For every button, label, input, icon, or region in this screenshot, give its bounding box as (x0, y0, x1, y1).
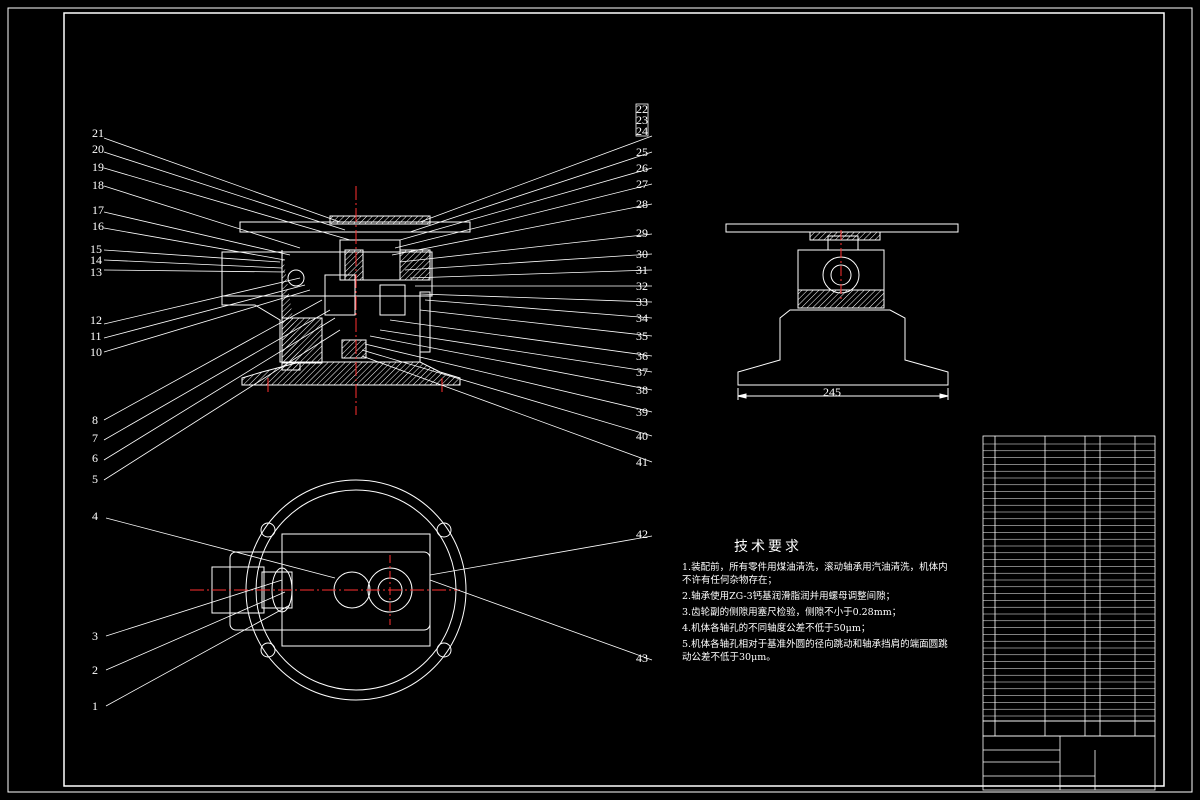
callout-label: 28 (636, 197, 648, 211)
leaders-left (103, 137, 351, 481)
callout-label: 5 (92, 472, 98, 486)
parts-list-rows (983, 443, 1155, 717)
callout-label: 22 (636, 102, 648, 116)
callout-label: 11 (90, 329, 102, 343)
callout-label: 21 (92, 126, 104, 140)
leaders-right (361, 135, 653, 463)
callout-label: 1 (92, 699, 98, 713)
callout-label: 36 (636, 349, 648, 363)
callout-label: 4 (92, 509, 98, 523)
callout-label: 10 (90, 345, 102, 359)
callout-label: 25 (636, 145, 648, 159)
tech-item: 4.机体各轴孔的不同轴度公差不低于50μm； (682, 623, 871, 634)
tech-item: 1.装配前，所有零件用煤油清洗，滚动轴承用汽油清洗，机体内不许有任何杂物存在； (682, 562, 948, 586)
callout-label: 20 (92, 142, 104, 156)
plan-view (190, 479, 467, 701)
callout-label: 26 (636, 161, 648, 175)
callout-label: 17 (92, 203, 104, 217)
side-view (725, 223, 959, 400)
callout-label: 12 (90, 313, 102, 327)
callout-label: 3 (92, 629, 98, 643)
callout-label: 37 (636, 365, 648, 379)
callout-label: 18 (92, 178, 104, 192)
callout-label: 30 (636, 247, 648, 261)
callout-label: 7 (92, 431, 98, 445)
callout-label: 34 (636, 311, 648, 325)
callout-label: 39 (636, 405, 648, 419)
outer-frame (7, 7, 1193, 793)
callout-label: 29 (636, 226, 648, 240)
section-view (221, 186, 471, 415)
callout-label: 2 (92, 663, 98, 677)
callout-label: 35 (636, 329, 648, 343)
tech-item: 3.齿轮副的侧隙用塞尺检验，侧隙不小于0.28mm； (682, 607, 902, 618)
callout-label: 43 (636, 651, 648, 665)
callout-label: 23 (636, 113, 648, 127)
technical-requirements: 技术要求 1.装配前，所有零件用煤油清洗，滚动轴承用汽油清洗，机体内不许有任何杂… (682, 536, 957, 667)
callout-label: 8 (92, 413, 98, 427)
callout-label: 27 (636, 177, 648, 191)
callout-label: 13 (90, 265, 102, 279)
parts-list (982, 435, 1156, 791)
callout-label: 16 (92, 219, 104, 233)
callout-label: 40 (636, 429, 648, 443)
callout-label: 41 (636, 455, 648, 469)
inner-frame (63, 12, 1165, 787)
callouts-left: 21 20 19 18 17 16 15 14 13 12 11 10 8 7 … (90, 126, 104, 486)
callouts-plan: 4 3 2 1 42 43 (92, 509, 648, 713)
callout-label: 24 (636, 124, 648, 138)
dimension-245: 245 (823, 385, 841, 399)
callout-label: 33 (636, 295, 648, 309)
callout-label: 19 (92, 160, 104, 174)
callout-label: 31 (636, 263, 648, 277)
callout-label: 32 (636, 279, 648, 293)
tech-item: 5.机体各轴孔相对于基准外圆的径向跳动和轴承挡肩的端面圆跳动公差不低于30μm。 (682, 639, 948, 663)
callout-label: 15 (90, 242, 102, 256)
leaders-plan (105, 517, 653, 707)
callout-label: 6 (92, 451, 98, 465)
callout-label: 38 (636, 383, 648, 397)
tech-item: 2.轴承使用ZG-3钙基润滑脂润并用螺母调整间隙； (682, 591, 896, 602)
callouts-right: 22 23 24 25 26 27 28 29 30 31 32 33 34 3… (636, 102, 648, 469)
tech-title: 技术要求 (734, 539, 802, 555)
callout-label: 14 (90, 253, 102, 267)
callout-label: 42 (636, 527, 648, 541)
title-corner (635, 103, 649, 137)
